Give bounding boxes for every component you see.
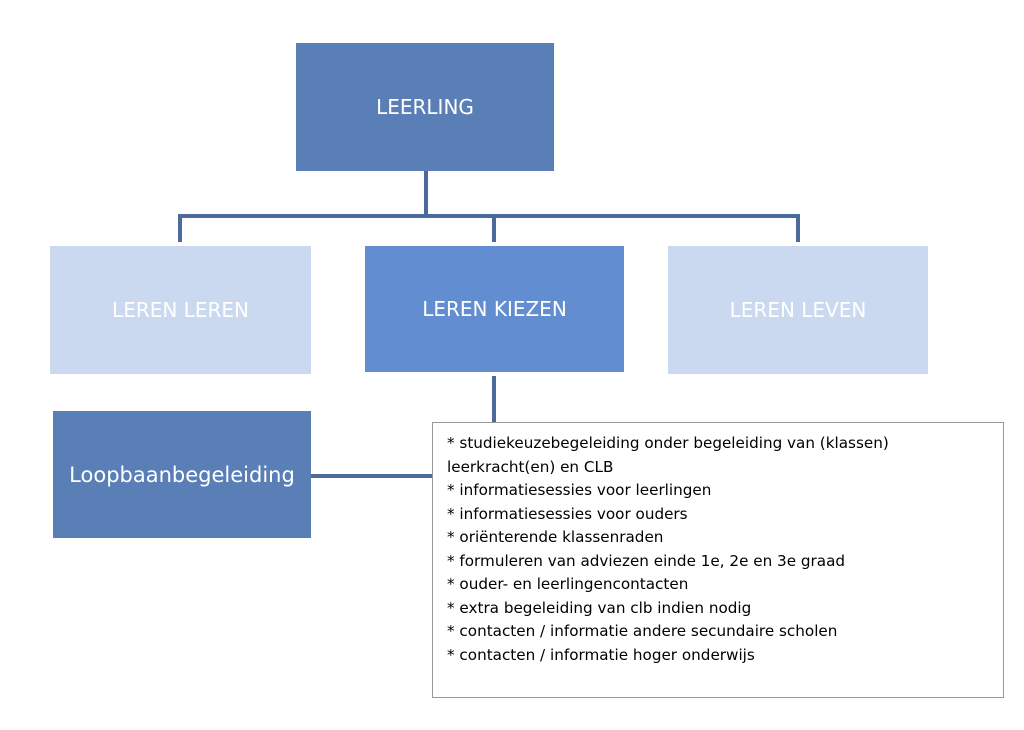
- detail-item: * contacten / informatie hoger onderwijs: [447, 645, 755, 664]
- detail-item: * contacten / informatie andere secundai…: [447, 622, 838, 640]
- detail-item: * informatiesessies voor ouders: [447, 504, 688, 523]
- details-list-box: * studiekeuzebegeleiding onder begeleidi…: [432, 422, 1004, 698]
- detail-item: * extra begeleiding van clb indien nodig: [447, 598, 752, 617]
- side-node-loopbaanbegeleiding: Loopbaanbegeleiding: [53, 411, 311, 538]
- detail-item: * informatiesessies voor leerlingen: [447, 481, 712, 499]
- side-node-label: Loopbaanbegeleiding: [69, 462, 295, 487]
- detail-item: * formuleren van adviezen einde 1e, 2e e…: [447, 551, 846, 570]
- child-node-leren-kiezen: LEREN KIEZEN: [365, 246, 624, 372]
- child-node-leren-leven: LEREN LEVEN: [668, 246, 928, 374]
- child-node-label: LEREN LEREN: [112, 298, 249, 322]
- root-node-label: LEERLING: [376, 95, 474, 119]
- detail-item: * ouder- en leerlingencontacten: [447, 575, 689, 593]
- child-node-label: LEREN LEVEN: [729, 298, 867, 322]
- detail-item: * studiekeuzebegeleiding onder begeleidi…: [447, 434, 889, 476]
- root-node-leerling: LEERLING: [296, 43, 554, 171]
- child-node-label: LEREN KIEZEN: [422, 297, 567, 321]
- detail-item: * oriënterende klassenraden: [447, 528, 664, 546]
- child-node-leren-leren: LEREN LEREN: [50, 246, 311, 374]
